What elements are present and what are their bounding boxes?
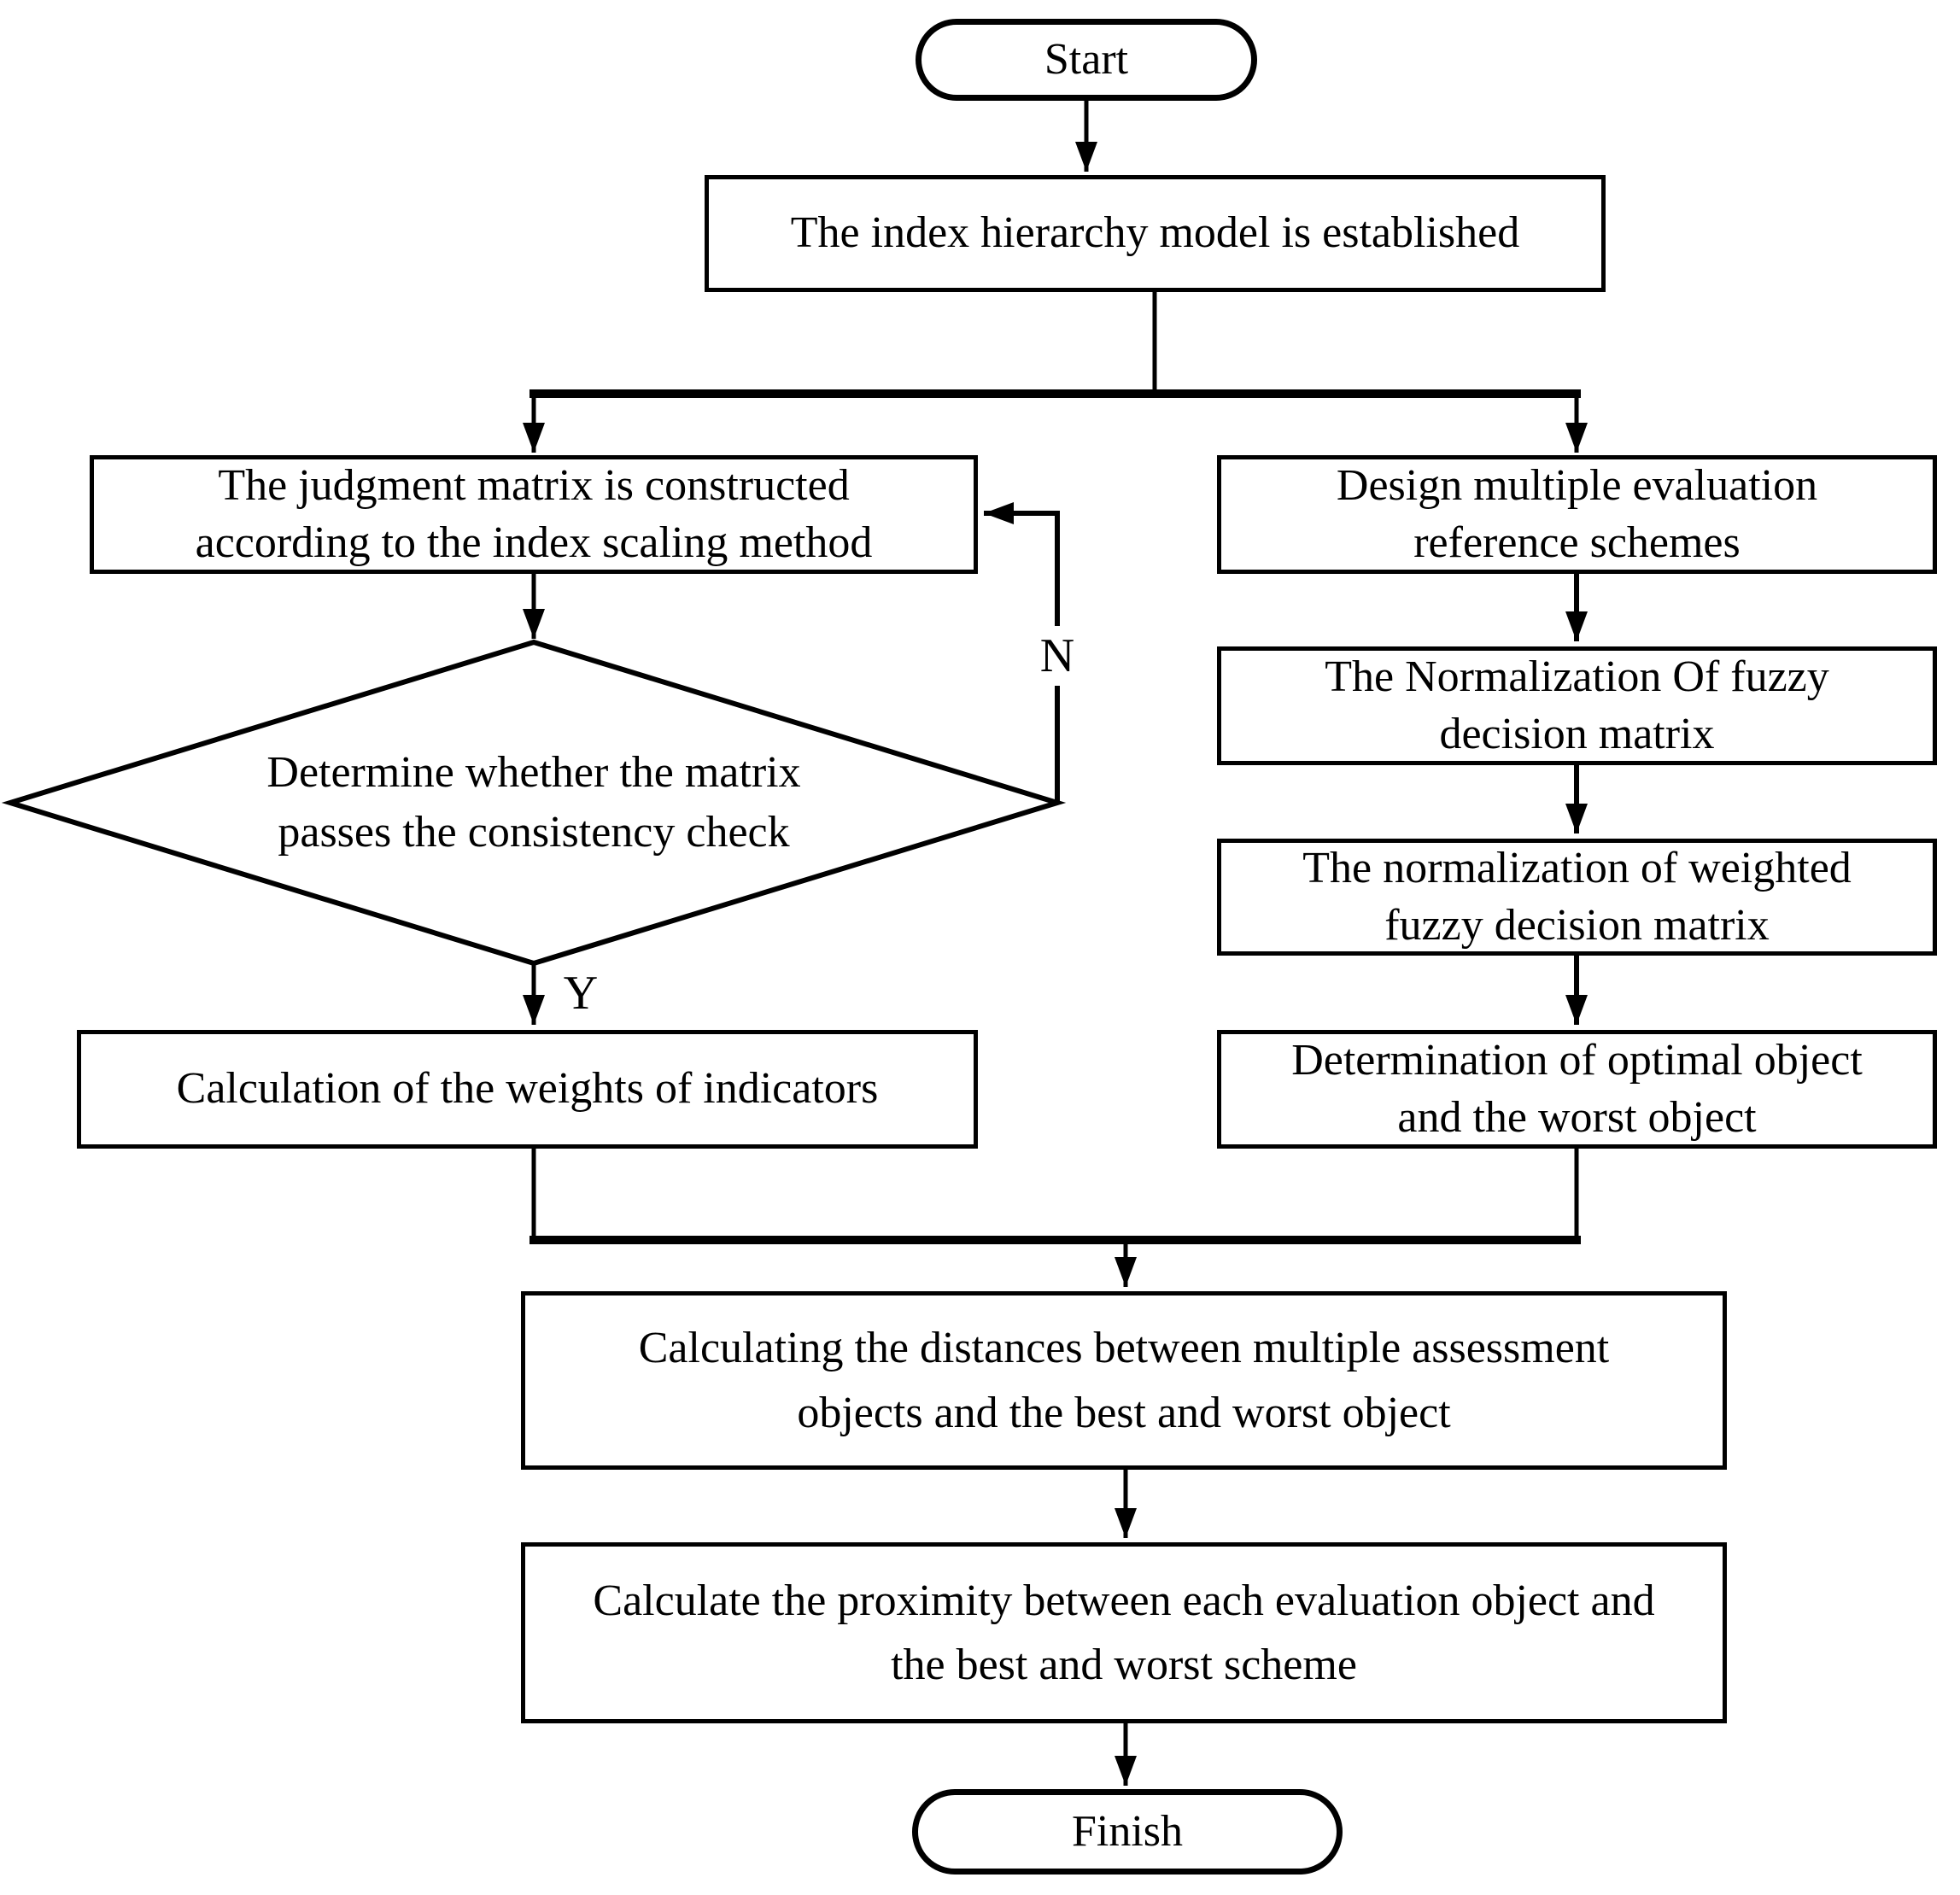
weights-node: Calculation of the weights of indicators xyxy=(77,1030,978,1149)
judgment-node: The judgment matrix is constructed accor… xyxy=(90,455,978,574)
establish-node: The index hierarchy model is established xyxy=(705,175,1606,292)
normalize-fuzzy-node: The Normalization Of fuzzy decision matr… xyxy=(1217,646,1937,765)
yes-edge-label: Y xyxy=(563,967,599,1020)
edge-consistency-judgment-no xyxy=(984,502,1060,801)
distances-node: Calculating the distances between multip… xyxy=(521,1291,1727,1470)
optimal-worst-node: Determination of optimal object and the … xyxy=(1217,1030,1937,1149)
consistency-node-label: Determine whether the matrix passes the … xyxy=(266,747,801,857)
normalize-weighted-node: The normalization of weighted fuzzy deci… xyxy=(1217,839,1937,956)
finish-node: Finish xyxy=(912,1789,1343,1875)
design-node: Design multiple evaluation reference sch… xyxy=(1217,455,1937,574)
start-node: Start xyxy=(916,19,1257,101)
no-edge-label: N xyxy=(1028,626,1086,686)
proximity-node: Calculate the proximity between each eva… xyxy=(521,1542,1727,1723)
